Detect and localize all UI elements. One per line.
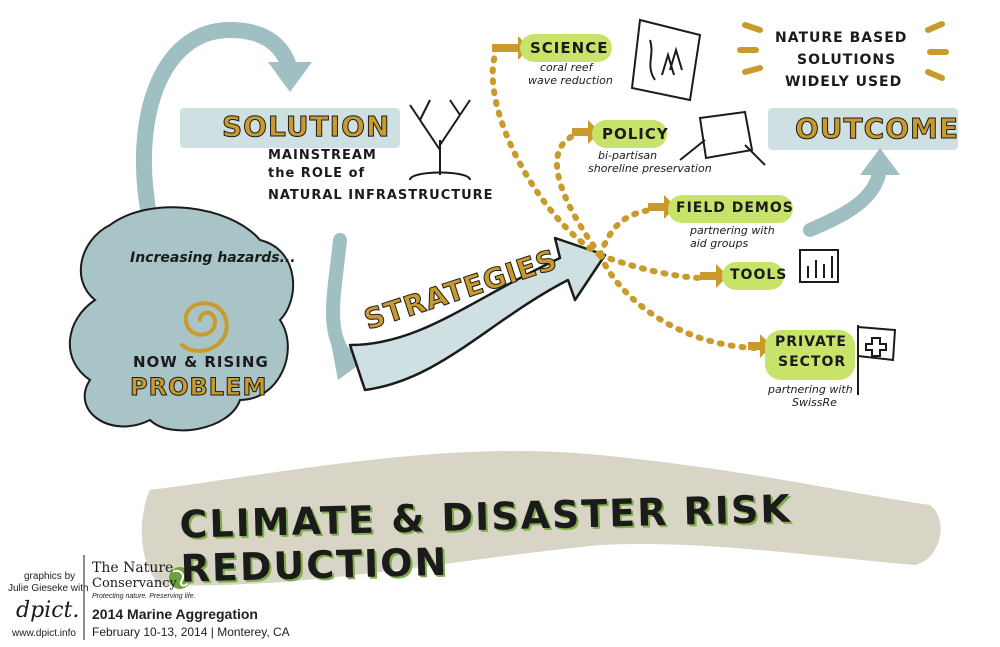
tools-tag-bg: [722, 262, 784, 290]
field-demos-title: FIELD DEMOS: [676, 200, 794, 216]
arrow-head-outcome: [860, 148, 900, 175]
bar-chart-icon: [799, 249, 839, 283]
tools-title: TOOLS: [730, 267, 788, 283]
dpict-logo: dpict.: [16, 598, 80, 623]
arrow-problem-to-solution: [136, 21, 298, 228]
science-sub-1: coral reef: [540, 61, 593, 74]
spiral-icon: [180, 301, 229, 353]
banner-shape: [141, 450, 941, 586]
private-sector-title-2: SECTOR: [778, 354, 847, 370]
solution-title: SOLUTION: [221, 110, 391, 144]
problem-line-1: Increasing hazards...: [130, 250, 296, 266]
policy-sub-2: shoreline preservation: [588, 162, 712, 175]
solution-text-line-2: the ROLE of: [268, 166, 366, 181]
dotted-connectors: [489, 52, 758, 351]
dpict-url: www.dpict.info: [12, 628, 76, 639]
policy-sub-1: bi-partisan: [598, 149, 658, 162]
tnc-name-1: The Nature: [92, 560, 174, 576]
private-sector-sub-1: partnering with: [768, 383, 853, 396]
outcome-title: OUTCOME: [795, 112, 959, 146]
arrow-head-strategies: [330, 338, 368, 380]
solution-text-line-1: MAINSTREAM: [268, 148, 377, 163]
field-demos-sub-1: partnering with: [690, 224, 775, 237]
credit-line-1: graphics by: [24, 571, 76, 582]
outcome-text-line-3: WIDELY USED: [785, 74, 903, 90]
swiss-flag-icon: [857, 325, 897, 395]
solution-band: [180, 108, 400, 148]
arrow-head-solution: [268, 62, 312, 92]
field-demos-tag-bg: [668, 195, 793, 223]
problem-line-2: NOW & RISING: [133, 353, 269, 371]
private-sector-title-1: PRIVATE: [775, 334, 847, 350]
policy-title: POLICY: [602, 125, 669, 143]
field-demos-sub-2: aid groups: [690, 237, 749, 250]
science-sub-2: wave reduction: [528, 74, 613, 87]
outcome-text-line-1: NATURE BASED: [775, 30, 908, 46]
strategies-arrow: [348, 236, 607, 392]
science-tag-bg: [520, 34, 612, 62]
private-sector-sub-2: SwissRe: [792, 396, 837, 409]
outcome-band: [768, 108, 958, 150]
problem-cloud: [68, 206, 294, 432]
paper-hands-icon: [679, 110, 766, 166]
policy-tag-bg: [592, 120, 667, 148]
event-date: February 10-13, 2014 | Monterey, CA: [92, 625, 290, 639]
tnc-globe-icon: [169, 567, 191, 589]
credit-line-2: Julie Gieseke with: [8, 583, 89, 594]
tnc-name-2: Conservancy: [92, 576, 177, 591]
arrow-tools-to-outcome: [803, 163, 887, 237]
science-title: SCIENCE: [530, 39, 609, 57]
emphasis-marks: [737, 21, 949, 81]
private-sector-tag-bg: [765, 330, 855, 380]
event-name: 2014 Marine Aggregation: [92, 606, 258, 622]
tnc-tagline: Protecting nature. Preserving life.: [92, 593, 196, 600]
coral-icon: [409, 99, 471, 181]
arrow-solution-to-strategies: [326, 233, 352, 362]
solution-text-line-3: NATURAL INFRASTRUCTURE: [268, 188, 494, 203]
document-icon: [630, 18, 702, 102]
problem-title: PROBLEM: [129, 373, 268, 402]
outcome-text-line-2: SOLUTIONS: [797, 52, 897, 68]
